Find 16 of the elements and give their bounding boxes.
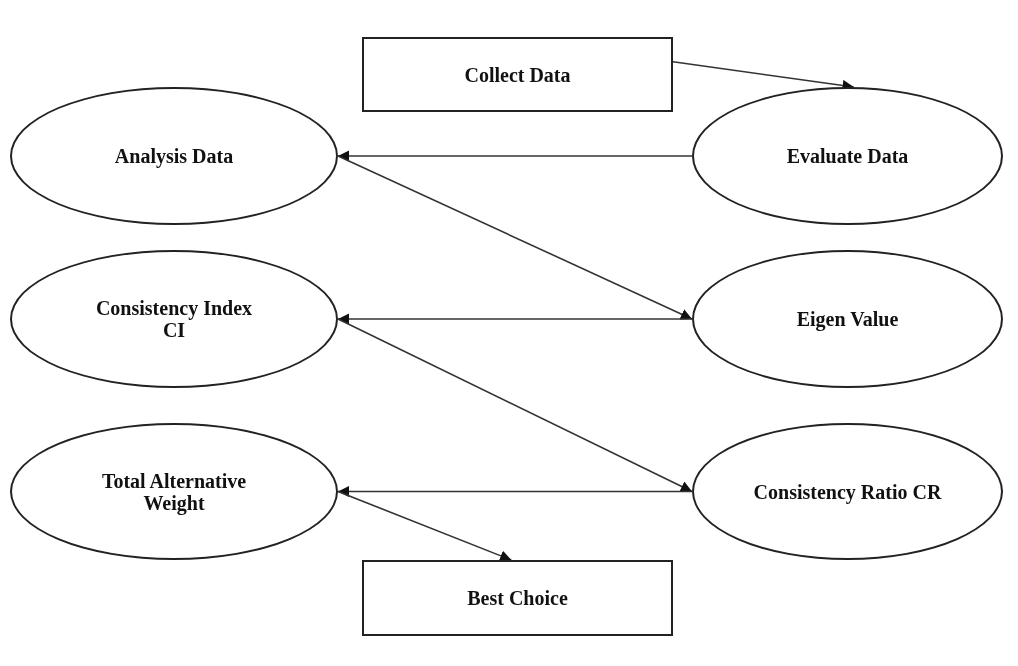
node-label: Consistency Index CI [94, 297, 254, 341]
arrow [337, 490, 513, 562]
arrow [337, 150, 693, 162]
arrow [337, 313, 693, 325]
arrow [337, 155, 693, 320]
node-label: Consistency Ratio CR [753, 480, 942, 503]
process-box [362, 560, 673, 636]
node-label: Total Alternative Weight [100, 469, 248, 514]
arrow [337, 318, 693, 493]
process-box [362, 37, 673, 112]
arrow [337, 485, 693, 498]
node-label: Collect Data [464, 63, 571, 86]
node-label: Best Choice [467, 587, 568, 609]
node-label: Eigen Value [796, 308, 899, 330]
node-label: Evaluate Data [786, 145, 909, 167]
node-label: Analysis Data [114, 145, 234, 167]
